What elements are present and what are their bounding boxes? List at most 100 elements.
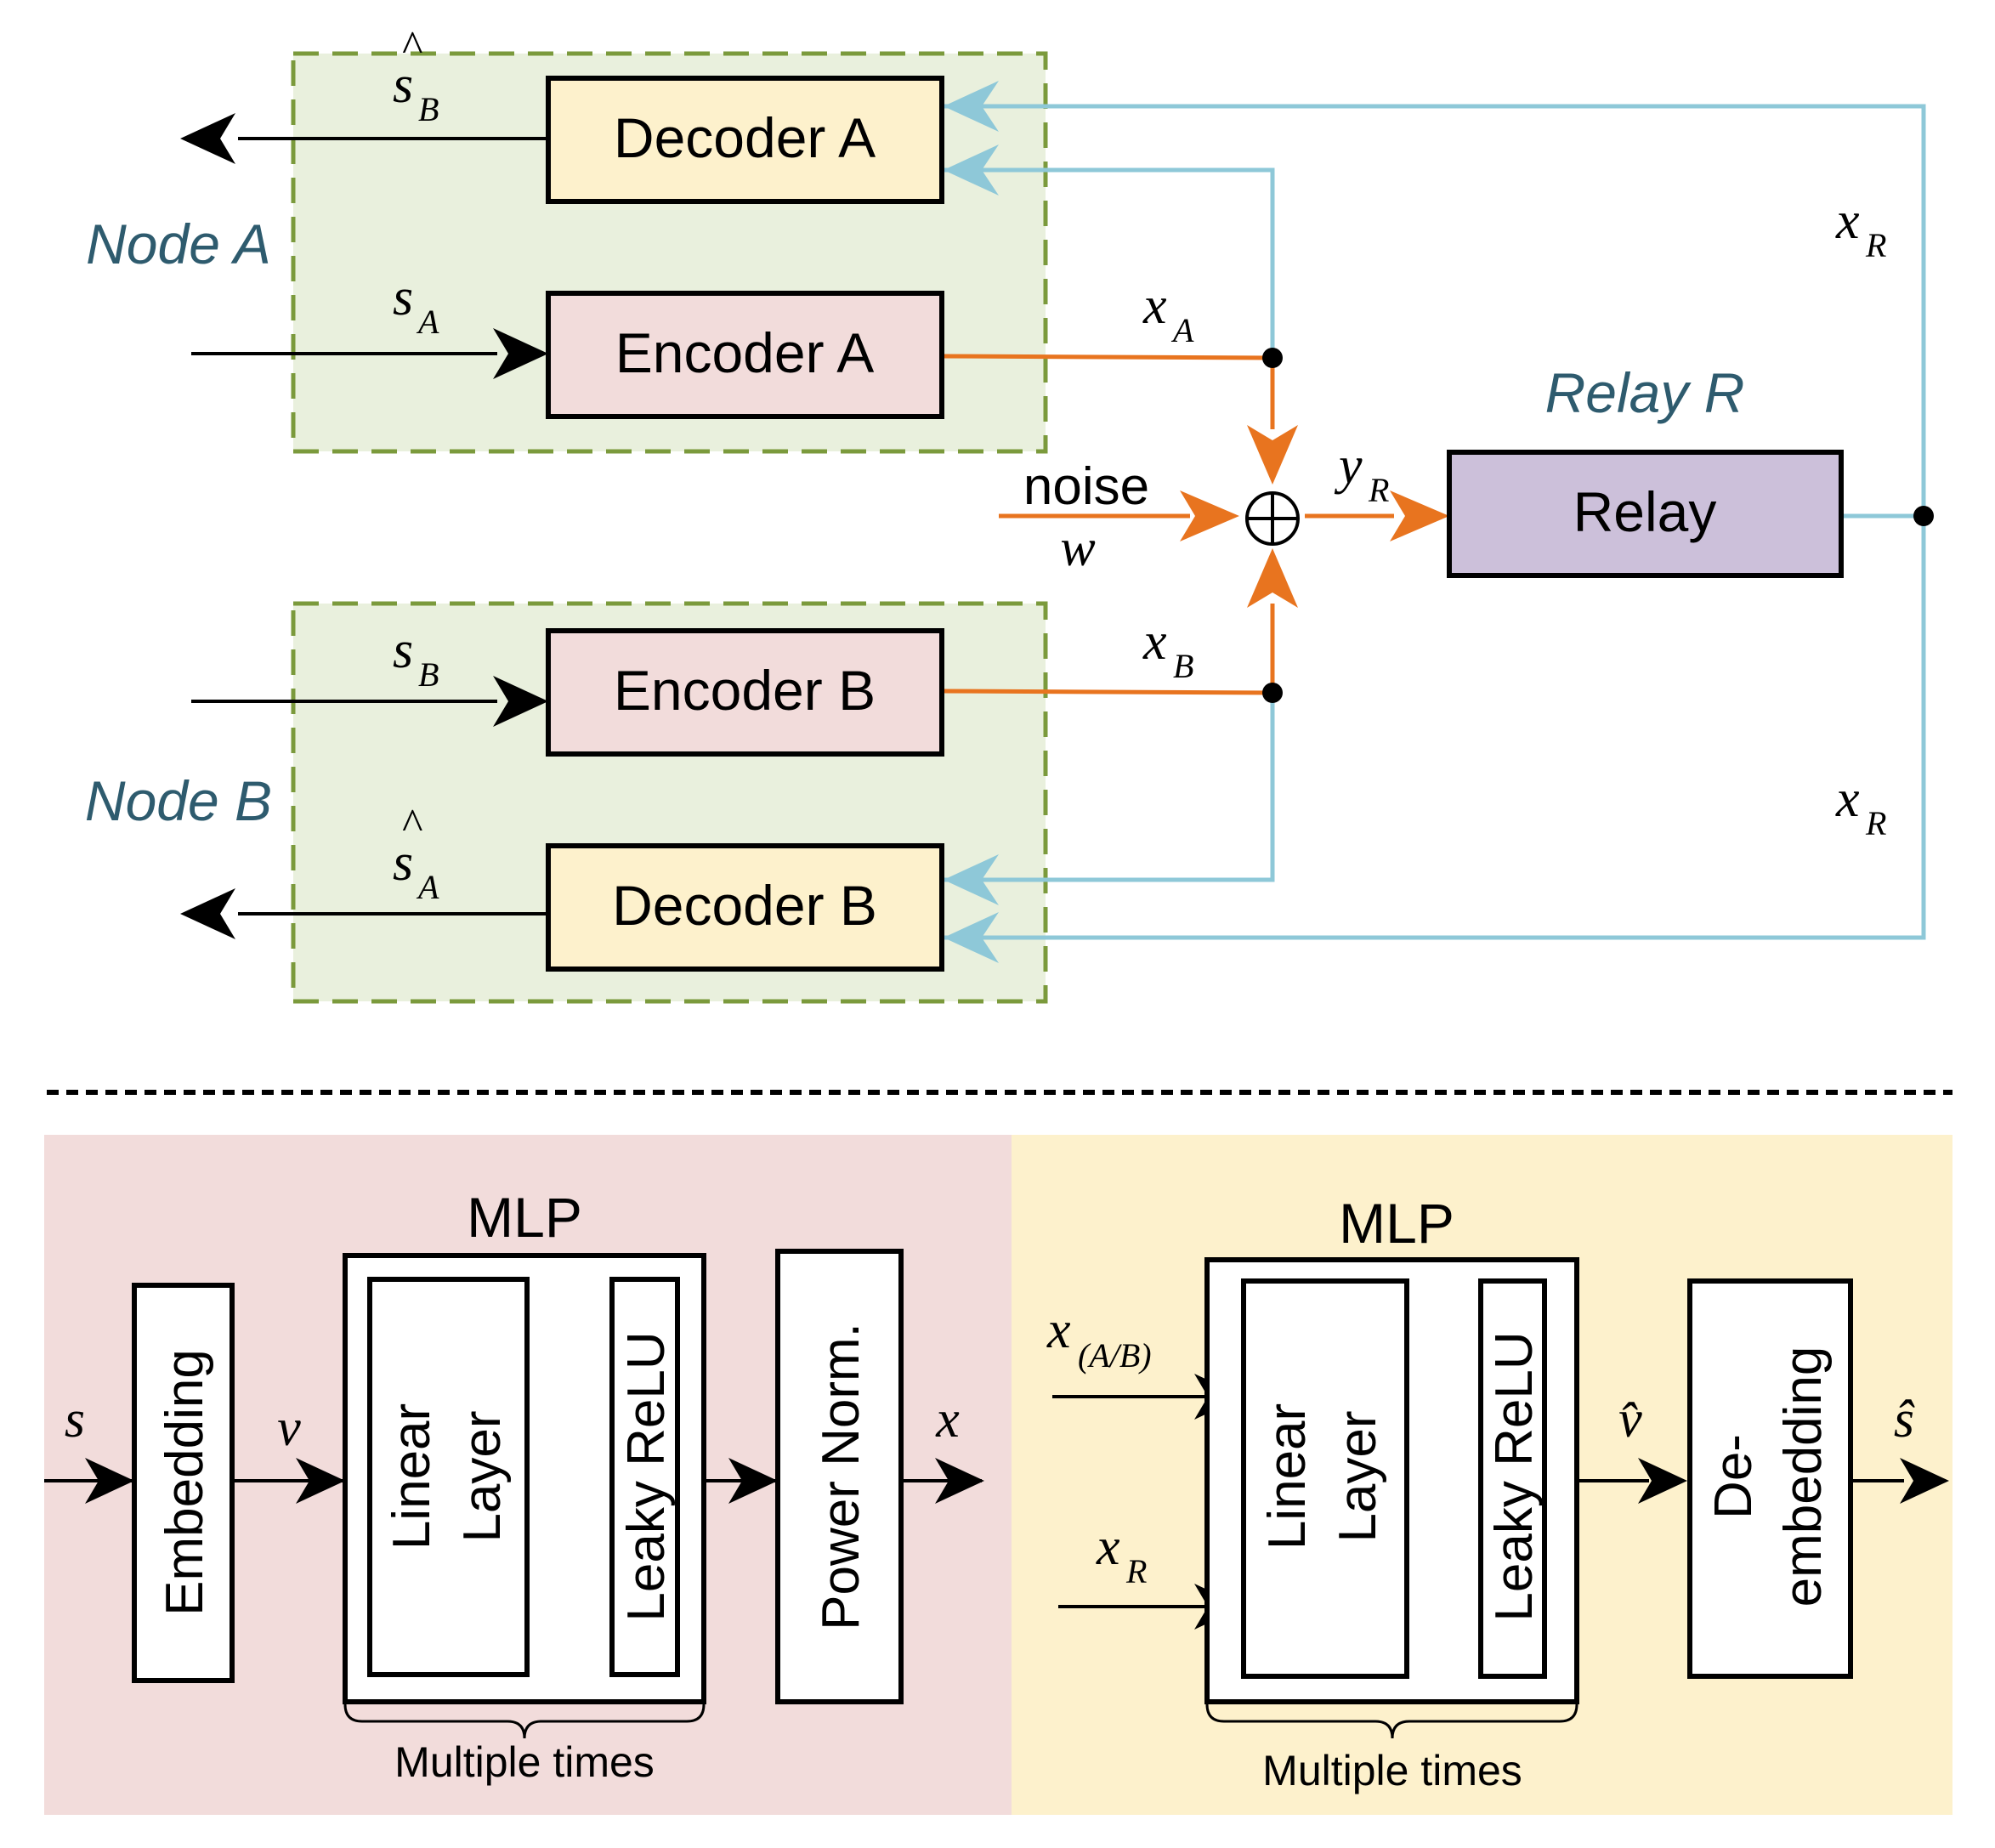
xa-feedback-line [944, 167, 1275, 358]
enc-mlp-title: MLP [467, 1186, 582, 1249]
enc-leaky-relu-label: Leaky ReLU [617, 1331, 676, 1621]
svg-text:s: s [393, 834, 413, 892]
label-sa: s A [393, 269, 439, 341]
arrowhead-enc-s [85, 1458, 134, 1504]
encoder-b-label: Encoder B [614, 659, 876, 722]
enc-in-symbol: s [65, 1391, 85, 1448]
arrowhead-yr [1390, 490, 1449, 541]
dec-out-symbol: ŝ [1894, 1391, 1915, 1448]
arrowhead-decoder-a-lower [944, 145, 999, 196]
power-norm-label: Power Norm. [812, 1323, 870, 1630]
enc-leaky-relu-block: Leaky ReLU [609, 1277, 680, 1677]
node-io-arrowheads [180, 113, 548, 939]
enc-mid-symbol: v [277, 1399, 301, 1457]
enc-repeat-label: Multiple times [394, 1738, 655, 1786]
feedback-arrowheads [944, 81, 999, 963]
label-xa: x A [1142, 277, 1194, 349]
label-xb: x B [1142, 613, 1193, 685]
deembedding-label-line1: De- [1704, 1434, 1763, 1519]
svg-text:(A/B): (A/B) [1078, 1336, 1152, 1375]
svg-text:R: R [1368, 471, 1389, 509]
arrowhead-xb [1247, 548, 1298, 608]
svg-text:x: x [1142, 613, 1167, 671]
uplink-lines [941, 354, 1394, 695]
enc-out-symbol: x [935, 1391, 960, 1448]
arrowhead-decoder-a-upper [944, 81, 999, 132]
arrowhead-sa-hat-out [180, 888, 235, 939]
enc-linear-block: Linear Layer [367, 1277, 530, 1677]
decoder-b-block: Decoder B [546, 843, 944, 972]
node-io-lines [191, 137, 548, 915]
enc-linear-label-line2: Layer [453, 1410, 512, 1542]
label-yr: y R [1334, 437, 1389, 509]
arrowhead-sb-hat-out [180, 113, 235, 164]
svg-text:A: A [1170, 311, 1194, 349]
arrowhead-dec-vhat [1638, 1458, 1687, 1504]
decoder-a-block: Decoder A [546, 76, 944, 204]
arrowhead-xa [1247, 425, 1298, 485]
uplink-arrowheads [1180, 425, 1449, 608]
embedding-label: Embedding [156, 1349, 214, 1616]
svg-text:s: s [393, 269, 413, 326]
svg-text:^: ^ [401, 23, 422, 71]
decoder-a-label: Decoder A [614, 106, 876, 169]
svg-text:s: s [393, 621, 413, 679]
arrowhead-noise [1180, 490, 1239, 541]
deembedding-block: De- embedding [1687, 1278, 1853, 1679]
relay-label: Relay [1573, 480, 1717, 543]
relay-title: Relay R [1545, 361, 1745, 424]
encoder-b-block: Encoder B [546, 628, 944, 757]
svg-text:x: x [1046, 1301, 1071, 1359]
svg-text:B: B [418, 90, 439, 128]
enc-repeat-brace [343, 1703, 706, 1739]
svg-text:A: A [416, 868, 439, 906]
arrowhead-sb-in [493, 676, 548, 727]
svg-text:R: R [1125, 1552, 1147, 1590]
junction-xr [1913, 506, 1934, 526]
label-dec-xab: x (A/B) [1046, 1301, 1152, 1375]
label-xr-upper: x R [1835, 192, 1886, 264]
dec-leaky-relu-block: Leaky ReLU [1478, 1278, 1547, 1679]
node-b-title: Node B [85, 769, 272, 832]
svg-text:x: x [1835, 770, 1860, 828]
svg-text:B: B [418, 655, 439, 694]
relay-block: Relay [1447, 450, 1844, 578]
label-sb: s B [393, 621, 439, 694]
label-dec-xr: x R [1096, 1518, 1147, 1590]
arrowhead-enc-mlp-out [728, 1458, 778, 1504]
power-norm-block: Power Norm. [775, 1249, 904, 1704]
svg-text:x: x [1835, 192, 1860, 250]
relay-feedback-lines [944, 104, 1926, 940]
adder-symbol [1245, 491, 1300, 546]
dec-linear-label-line1: Linear [1258, 1403, 1317, 1550]
decoder-b-label: Decoder B [612, 874, 877, 937]
arrowhead-decoder-b-lower [944, 912, 999, 963]
svg-text:^: ^ [401, 801, 422, 849]
dec-linear-block: Linear Layer [1241, 1278, 1409, 1679]
junction-xb [1262, 683, 1283, 703]
dec-mlp-title: MLP [1339, 1192, 1454, 1255]
arrowhead-decoder-b-upper [944, 854, 999, 905]
dec-linear-label-line2: Layer [1329, 1410, 1387, 1542]
xb-feedback-line [944, 693, 1275, 882]
noise-symbol: w [1060, 519, 1095, 577]
encoder-a-label: Encoder A [615, 321, 875, 384]
arrowhead-enc-v [296, 1458, 345, 1504]
svg-text:x: x [1096, 1518, 1120, 1576]
svg-text:B: B [1173, 647, 1193, 685]
arrowhead-dec-shat [1900, 1458, 1949, 1504]
encoder-a-block: Encoder A [546, 291, 944, 419]
dec-leaky-relu-label: Leaky ReLU [1485, 1331, 1544, 1621]
svg-text:s: s [393, 56, 413, 114]
label-sa-hat: s ^ A [393, 801, 439, 906]
label-xr-lower: x R [1835, 770, 1886, 842]
relay-to-decoder-a-line [944, 104, 1926, 519]
xb-line [941, 689, 1273, 695]
node-a-title: Node A [86, 213, 271, 275]
embedding-block: Embedding [132, 1283, 235, 1683]
svg-text:x: x [1142, 277, 1167, 335]
svg-text:R: R [1865, 804, 1886, 842]
svg-text:A: A [416, 303, 439, 341]
